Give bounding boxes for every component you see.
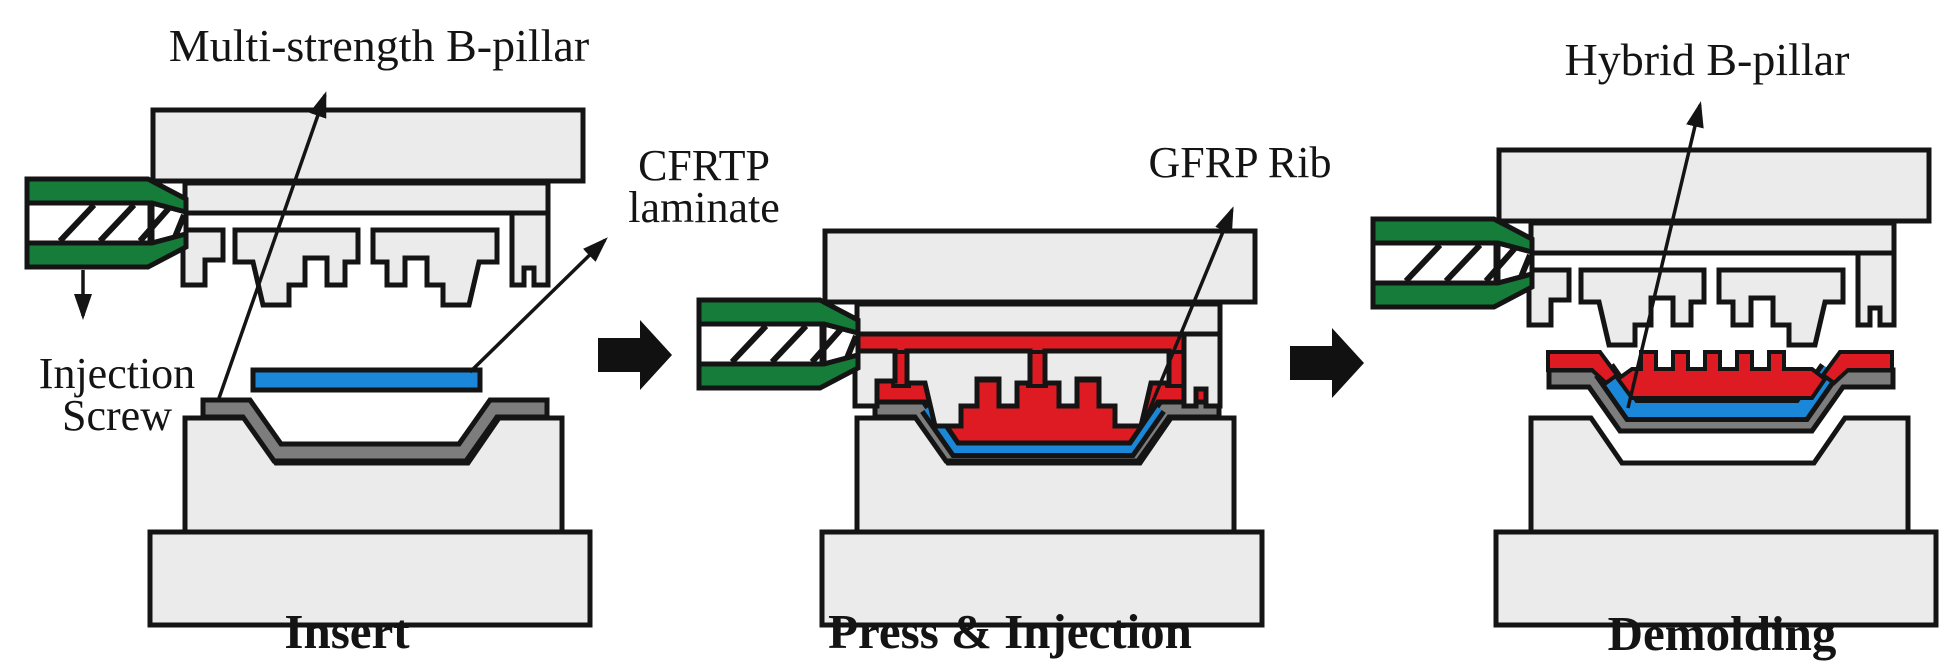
leader-multi-strength — [216, 91, 327, 402]
label-cfrtp-line2: laminate — [628, 183, 780, 232]
injection-screw-unit — [699, 300, 858, 388]
label-gfrp-rib: GFRP Rib — [1148, 138, 1331, 187]
caption-insert: Insert — [284, 604, 410, 659]
panel-press-injection — [699, 231, 1262, 625]
leader-cfrtp-laminate — [468, 237, 608, 374]
leader-gfrp-rib — [1144, 206, 1234, 419]
label-injection-line1: Injection — [39, 349, 195, 398]
panel-insert — [27, 110, 590, 625]
caption-demolding: Demolding — [1608, 606, 1837, 661]
gfrp-rib-crown — [1615, 350, 1828, 400]
gfrp-rib-left-flange — [1546, 350, 1620, 386]
label-multi-strength-b-pillar: Multi-strength B-pillar — [169, 20, 589, 71]
hybrid-b-pillar-part — [1546, 350, 1894, 431]
panel-demolding — [1373, 150, 1936, 625]
annotation-arrows — [74, 91, 1704, 419]
injection-screw-unit — [1373, 219, 1532, 307]
label-cfrtp-line1: CFRTP — [638, 141, 770, 190]
cfrtp-laminate-blank — [250, 367, 483, 393]
process-arrow-icon-2 — [1290, 328, 1364, 398]
injection-screw-unit — [27, 179, 186, 267]
leader-hybrid-b-pillar — [1626, 101, 1704, 409]
label-injection-line2: Screw — [62, 391, 172, 440]
process-arrow-icon-1 — [598, 320, 672, 390]
label-hybrid-b-pillar: Hybrid B-pillar — [1565, 34, 1850, 85]
gfrp-rib-right-flange — [1820, 350, 1894, 386]
caption-press-injection: Press & Injection — [828, 604, 1192, 659]
